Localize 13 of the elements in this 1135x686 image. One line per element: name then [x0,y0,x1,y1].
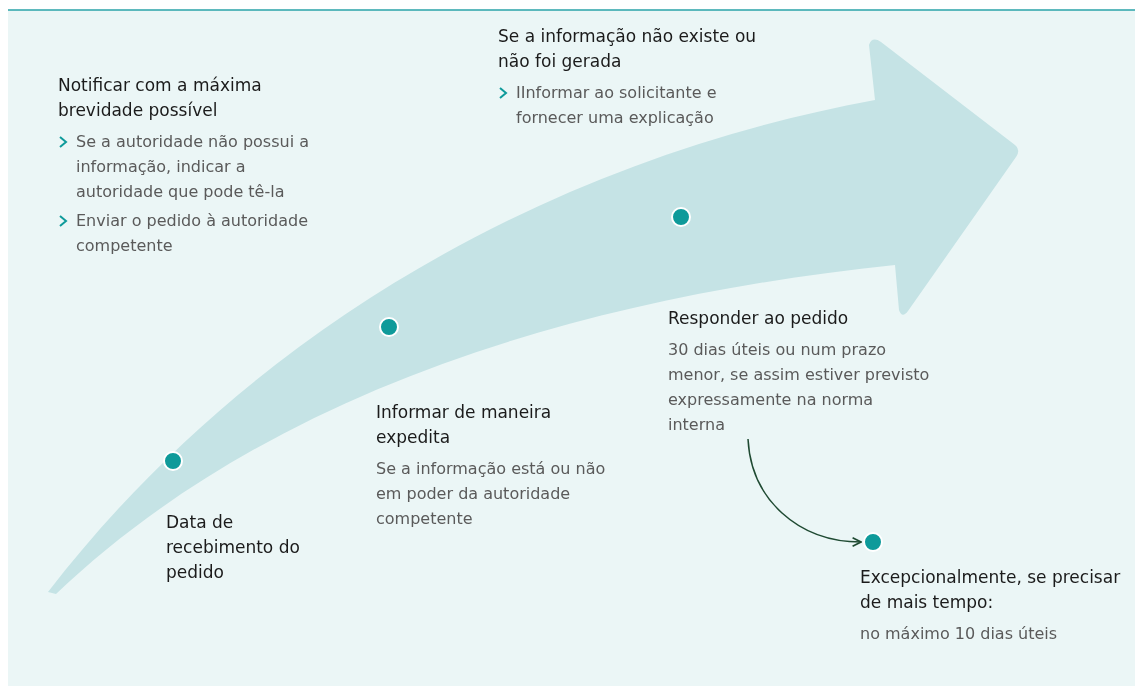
step-heading: Informar de maneira expedita [376,401,553,449]
step-heading: Excepcionalmente, se precisar de mais tempo: [860,566,1122,614]
bullet-text: Enviar o pedido à autoridade competente [76,210,310,257]
step-description: Se a informação está ou não em poder da autoridade competente [376,458,607,530]
bullet-text: IInformar ao solicitante e fornecer uma explicação [516,82,718,129]
step-description: 30 dias úteis ou num prazo menor, se assim estiver previsto expressamente na norma interna [668,339,931,436]
step-description: no máximo 10 dias úteis [860,623,1059,645]
step-heading: Data de recebimento do pedido [166,511,301,584]
arrow [747,438,862,547]
step-heading: Notificar com a máxima brevidade possível [58,74,263,122]
step-heading: Se a informação não existe ou não foi gerada [498,25,758,73]
step-heading: Responder ao pedido [668,307,850,330]
bullet-text: Se a autoridade não possui a informação, indicar a autoridade que pode tê-la [76,131,310,203]
